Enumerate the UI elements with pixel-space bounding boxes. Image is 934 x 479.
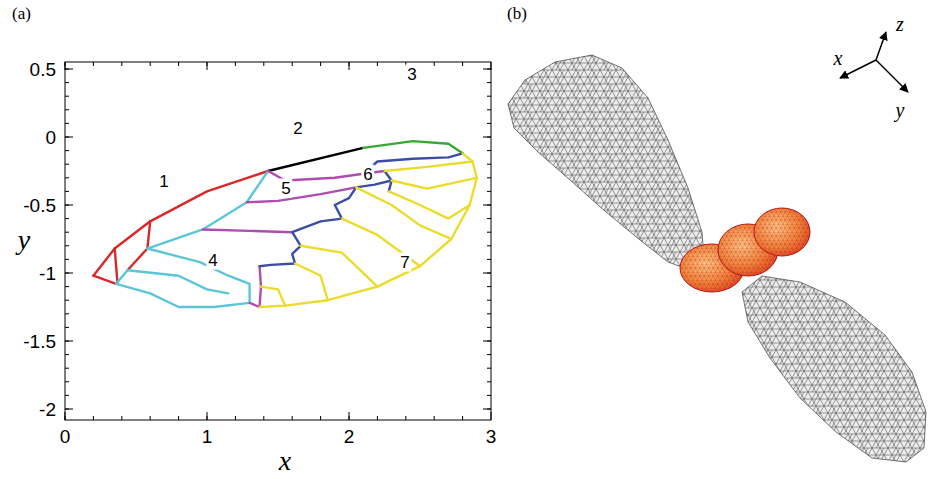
vein-line: [250, 266, 261, 307]
vein-line: [385, 161, 473, 171]
vein-line: [203, 229, 292, 232]
plot-frame: [65, 62, 491, 420]
insect-mesh-model: [500, 32, 930, 466]
vein-group-number: 5: [279, 179, 292, 198]
axis-title: x: [277, 446, 293, 476]
vein-line: [260, 153, 477, 307]
axis-ticks: [65, 62, 491, 420]
vein-group-number: 6: [361, 165, 374, 184]
veins: [93, 141, 476, 307]
vein-line: [392, 178, 477, 189]
tick-label: 2: [342, 426, 357, 447]
vein-group-number: 1: [157, 172, 170, 191]
vein-line: [260, 171, 392, 266]
tick-label: -1.5: [21, 331, 58, 352]
axis-label: y: [894, 99, 907, 121]
vein-line: [147, 171, 268, 249]
vein-line: [116, 284, 249, 307]
panel-label: (b): [505, 4, 529, 23]
body-mesh: [680, 208, 810, 292]
vein-line: [115, 249, 118, 284]
axis-label: x: [832, 47, 845, 69]
tick-label: -1: [37, 263, 58, 284]
tick-label: 0: [43, 127, 58, 148]
vein-line: [363, 141, 462, 153]
vein-line: [247, 187, 356, 202]
vein-line: [301, 246, 378, 287]
tick-label: 0.5: [28, 59, 58, 80]
wing-venation-plot: [65, 62, 491, 420]
tick-label: 1: [200, 426, 215, 447]
vein-group-number: 7: [398, 253, 411, 272]
wing-mesh-lines: [500, 50, 710, 275]
vein-line: [389, 191, 470, 218]
vein-line: [268, 148, 363, 171]
wing-mesh-lines: [738, 270, 930, 466]
vein-line: [295, 263, 328, 300]
axis-triad: [840, 32, 908, 92]
vein-line: [93, 276, 116, 284]
vein-line: [261, 287, 285, 306]
vein-line: [116, 270, 127, 284]
vein-line: [389, 181, 392, 192]
tick-label: 0: [58, 426, 73, 447]
tick-label: 3: [484, 426, 499, 447]
vein-line: [147, 249, 249, 303]
vein-group-number: 2: [291, 119, 304, 138]
vein-line: [127, 270, 228, 293]
panel-label: (a): [10, 4, 33, 23]
tick-label: -2: [37, 399, 58, 420]
tick-label: -0.5: [21, 195, 58, 216]
axis-label: z: [894, 13, 906, 35]
vein-line: [127, 221, 150, 270]
vein-group-number: 3: [405, 65, 418, 84]
vein-group-number: 4: [206, 251, 219, 270]
axis-title: y: [16, 225, 32, 255]
vein-line: [93, 171, 268, 276]
